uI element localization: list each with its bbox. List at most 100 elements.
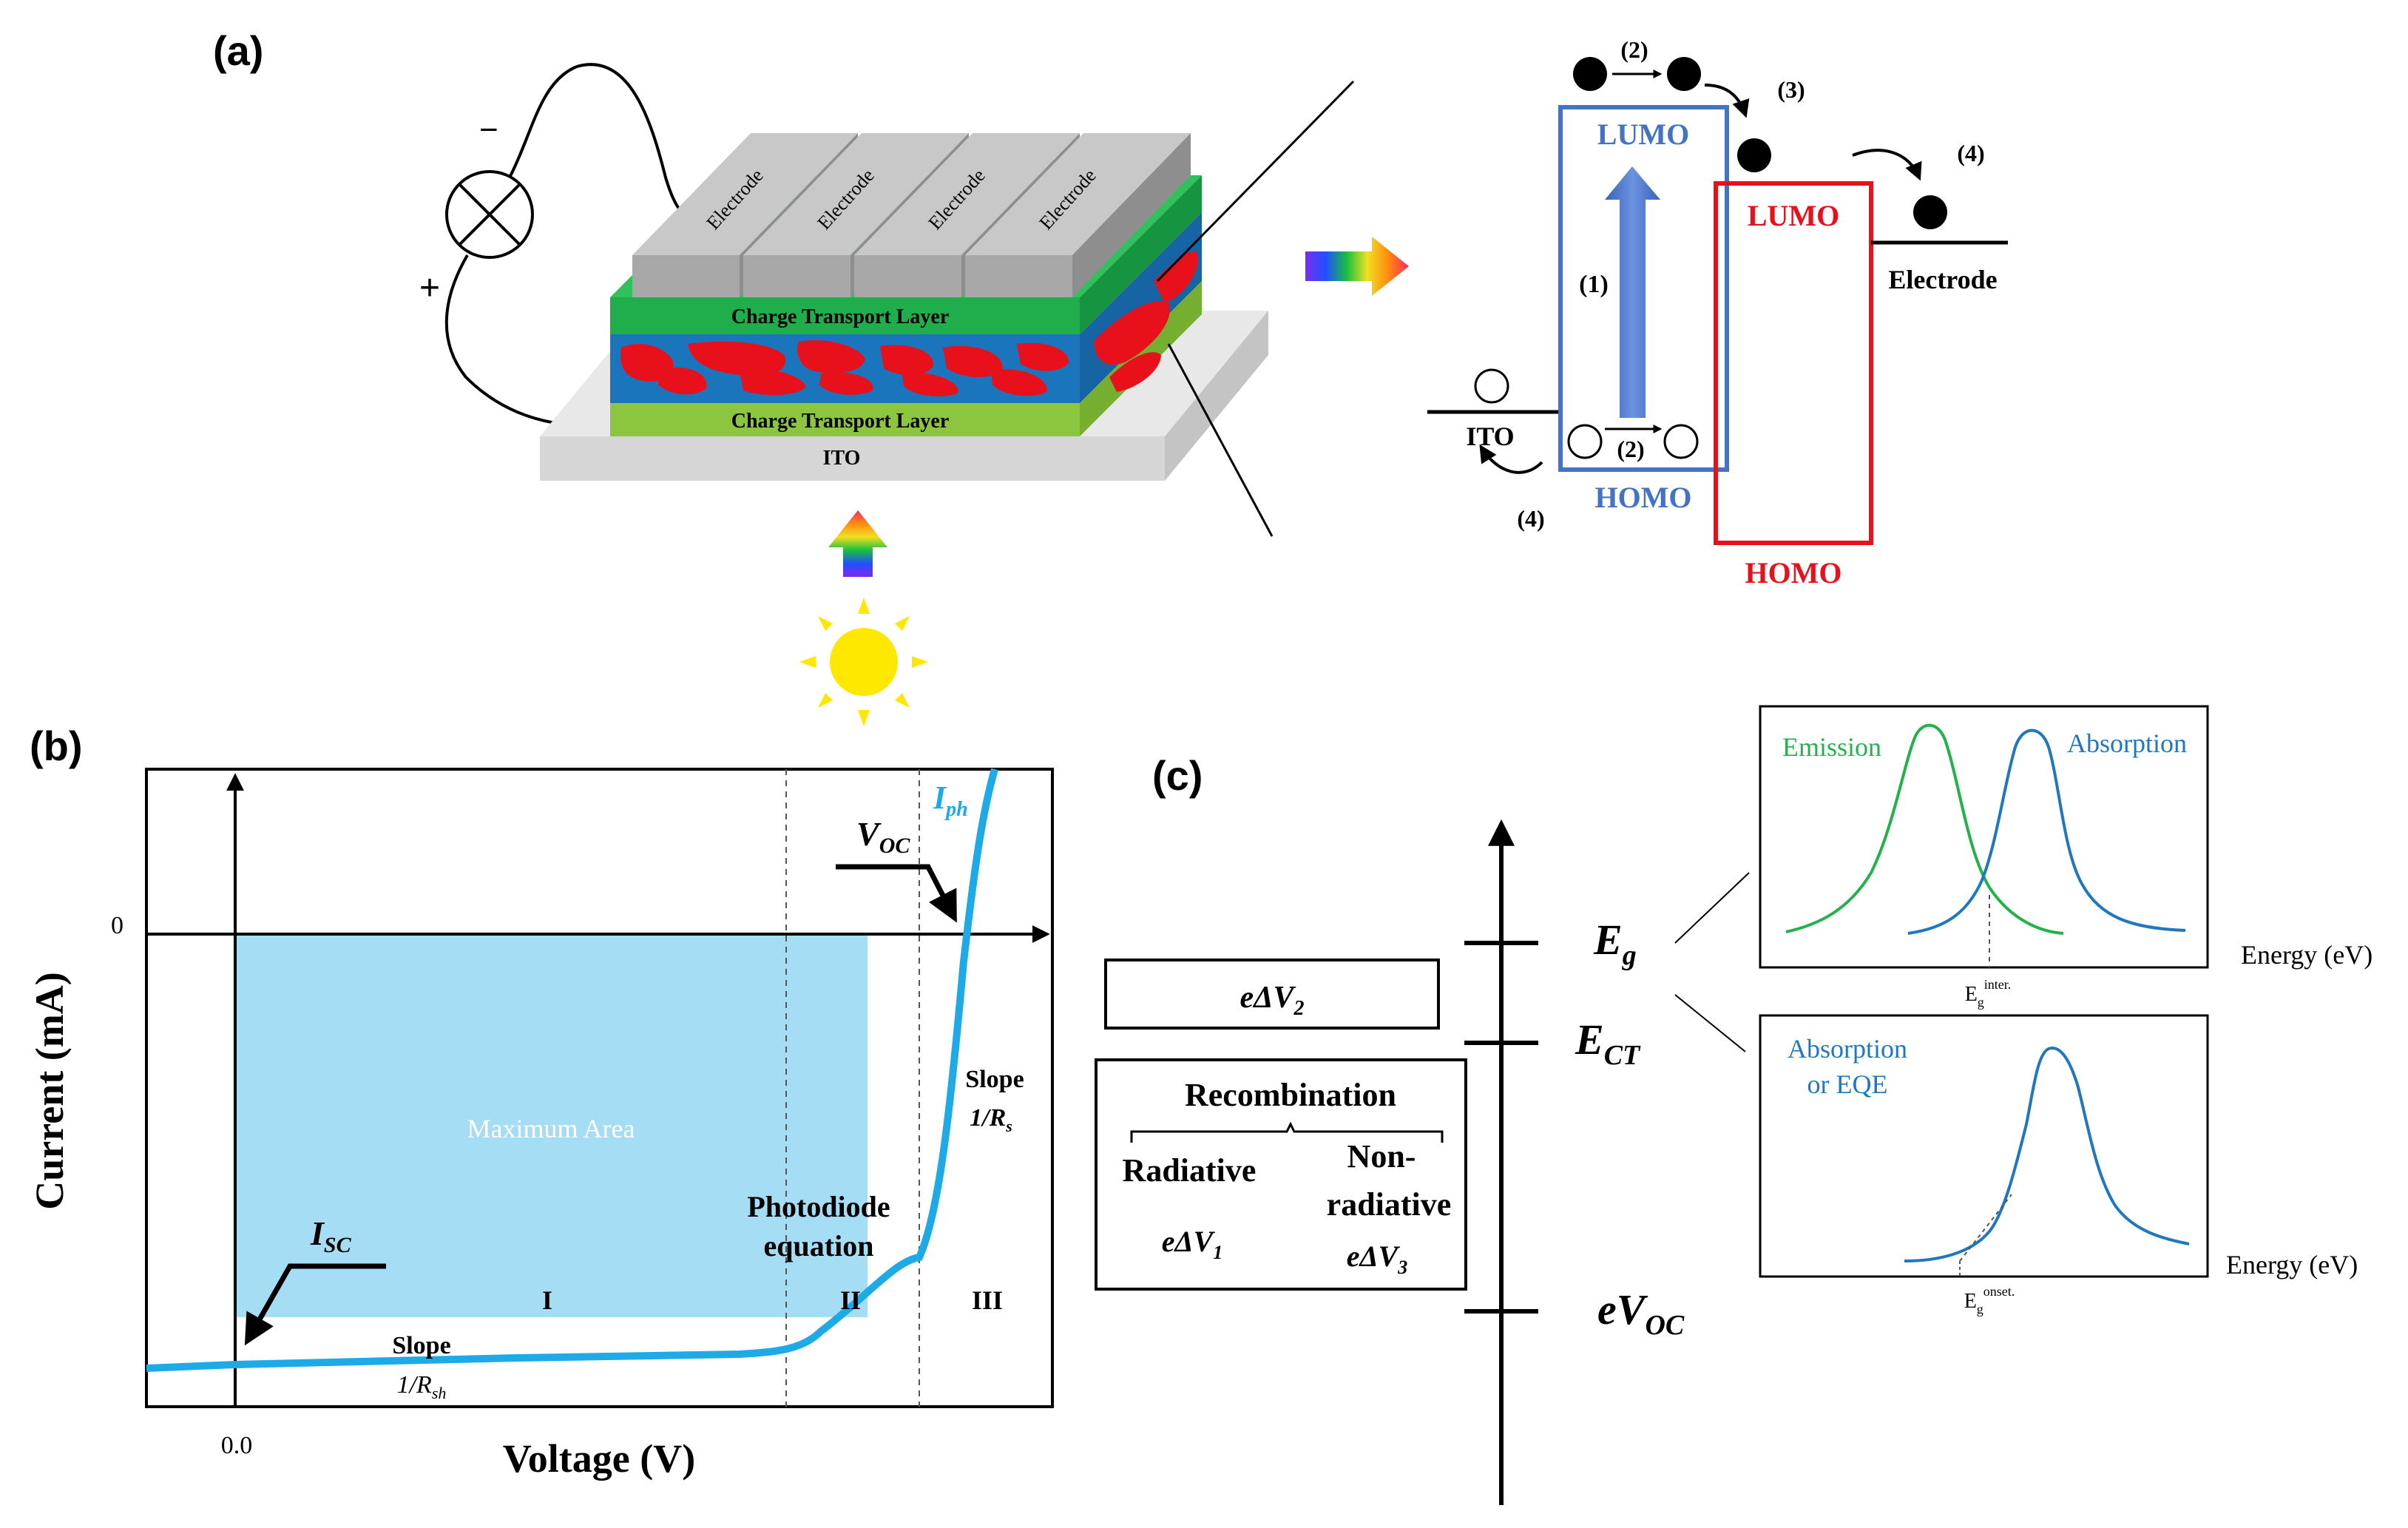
voc-arrow bbox=[836, 864, 957, 923]
region-3: III bbox=[972, 1285, 1003, 1315]
inset-top: Emission Absorption Eginter. Energy (eV) bbox=[1759, 705, 2373, 1010]
slope-rs-line2: 1/Rs bbox=[970, 1104, 1012, 1135]
electrodes: Electrode Electrode Electrode bbox=[632, 133, 1191, 297]
connector-bottom bbox=[1674, 994, 1746, 1052]
acceptor-box bbox=[1714, 181, 1873, 545]
bottom-inset-xaxis: Energy (eV) bbox=[2226, 1250, 2358, 1279]
electron-1 bbox=[1573, 57, 1607, 91]
region-2: II bbox=[840, 1285, 861, 1315]
eg-onset-label: Egonset. bbox=[1964, 1284, 2015, 1316]
region-1: I bbox=[542, 1285, 552, 1315]
panel-c: (c) Eg ECT eVOC eΔV2 Recombination Radia… bbox=[1095, 705, 2373, 1505]
hole-2 bbox=[1663, 424, 1699, 459]
zero-x: 0.0 bbox=[221, 1432, 253, 1459]
lumo-right: LUMO bbox=[1748, 199, 1839, 232]
homo-right: HOMO bbox=[1745, 556, 1841, 589]
ito-energy-label: ITO bbox=[1466, 422, 1514, 451]
recombination-brace bbox=[1130, 1121, 1444, 1143]
electron-4 bbox=[1913, 195, 1947, 229]
donor-box bbox=[1558, 105, 1729, 472]
panel-c-label: (c) bbox=[1152, 752, 1203, 799]
dv2-box bbox=[1104, 959, 1440, 1030]
absorption-eqe-curve bbox=[1904, 1047, 2190, 1262]
step2-top: (2) bbox=[1620, 36, 1648, 63]
step4-right: (4) bbox=[1957, 140, 1984, 166]
circuit-plus: + bbox=[419, 268, 440, 308]
eg-label: Eg bbox=[1593, 916, 1637, 971]
electrode-4: Electrode bbox=[965, 133, 1191, 297]
evoc-label: eVOC bbox=[1597, 1285, 1685, 1341]
step2-bottom: (2) bbox=[1617, 436, 1644, 462]
slope-rs-line1: Slope bbox=[965, 1066, 1024, 1093]
device-stack: ITO Charge Transport Layer bbox=[540, 133, 1268, 481]
ctl-top-side bbox=[1080, 175, 1202, 334]
x-axis-label: Voltage (V) bbox=[503, 1436, 695, 1481]
step3: (3) bbox=[1777, 76, 1805, 103]
photodiode-line1: Photodiode bbox=[747, 1190, 890, 1223]
radiative-label: Radiative bbox=[1123, 1152, 1257, 1189]
zero-y: 0 bbox=[111, 912, 124, 939]
isc-label: ISC bbox=[310, 1214, 352, 1257]
slope-rsh-line2: 1/Rsh bbox=[397, 1371, 447, 1402]
electrode-energy-label: Electrode bbox=[1888, 265, 1997, 294]
dv3-label: eΔV3 bbox=[1347, 1240, 1408, 1278]
max-area-label: Maximum Area bbox=[467, 1114, 635, 1143]
top-inset-xaxis: Energy (eV) bbox=[2241, 940, 2373, 970]
arrow-step4-left bbox=[1479, 444, 1543, 474]
hole-ito bbox=[1474, 368, 1509, 404]
ito-front-face bbox=[540, 436, 1165, 481]
lumo-left: LUMO bbox=[1597, 118, 1689, 151]
homo-left: HOMO bbox=[1594, 481, 1691, 514]
eg-inter-label: Eginter. bbox=[1965, 977, 2012, 1010]
recombination-label: Recombination bbox=[1185, 1077, 1396, 1113]
zoom-line-bottom bbox=[1167, 343, 1274, 537]
arrow-step4-right bbox=[1852, 149, 1922, 181]
rainbow-arrow-right bbox=[1305, 237, 1409, 296]
connector-top bbox=[1674, 872, 1750, 944]
ito-label: ITO bbox=[823, 447, 861, 470]
arrow-step3 bbox=[1704, 84, 1750, 118]
maximum-area bbox=[235, 934, 868, 1317]
iv-curve bbox=[146, 768, 998, 1372]
ctl-top-label: Charge Transport Layer bbox=[731, 305, 950, 328]
electron-2 bbox=[1667, 57, 1701, 91]
absorption-curve bbox=[1907, 728, 2186, 935]
step4-left: (4) bbox=[1517, 505, 1544, 532]
iph-label: Iph bbox=[933, 780, 968, 821]
y-axis-label: Current (mA) bbox=[27, 972, 72, 1209]
wire-bottom bbox=[444, 254, 585, 427]
panel-a: (a) − + ITO Charge Transport Layer bbox=[213, 27, 2008, 726]
ctl-top-front bbox=[610, 297, 1080, 334]
electron-3 bbox=[1737, 138, 1771, 172]
panel-b: (b) Maximum Area 0 0.0 Voltage (V) Curre… bbox=[27, 723, 1054, 1481]
rainbow-arrow-up bbox=[828, 510, 887, 577]
absorption-eqe-line1: Absorption bbox=[1788, 1034, 1907, 1064]
inset-bottom: Absorption or EQE Egonset. Energy (eV) bbox=[1759, 1014, 2358, 1316]
ctl-bottom-label: Charge Transport Layer bbox=[731, 410, 950, 433]
panel-a-label: (a) bbox=[213, 27, 263, 74]
absorption-label: Absorption bbox=[2067, 728, 2187, 758]
acceptor-domains bbox=[620, 251, 1199, 396]
dv1-label: eΔV1 bbox=[1162, 1225, 1223, 1263]
voc-label: VOC bbox=[856, 815, 910, 858]
plot-frame bbox=[145, 768, 1054, 1408]
circuit-minus: − bbox=[479, 112, 498, 148]
inset-bottom-frame bbox=[1759, 1014, 2209, 1278]
absorption-eqe-line2: or EQE bbox=[1807, 1069, 1888, 1099]
panel-b-label: (b) bbox=[30, 723, 83, 769]
dv2-label: eΔV2 bbox=[1240, 981, 1305, 1020]
ito-side-face bbox=[1165, 311, 1268, 481]
nonrad-line1: Non- bbox=[1347, 1138, 1416, 1174]
slope-rsh-line1: Slope bbox=[392, 1332, 450, 1359]
ect-label: ECT bbox=[1575, 1015, 1641, 1071]
wire-top bbox=[509, 63, 700, 219]
energy-diagram: ITO (4) LUMO HOMO (1) (2) (2) (3) LUMO H… bbox=[1427, 36, 2008, 589]
step1: (1) bbox=[1579, 271, 1609, 298]
isc-arrow bbox=[244, 1263, 386, 1346]
sun-icon bbox=[799, 598, 928, 726]
emission-label: Emission bbox=[1782, 732, 1881, 762]
excitation-arrow bbox=[1605, 166, 1660, 418]
nonrad-line2: radiative bbox=[1327, 1186, 1452, 1223]
hole-1 bbox=[1567, 424, 1603, 459]
